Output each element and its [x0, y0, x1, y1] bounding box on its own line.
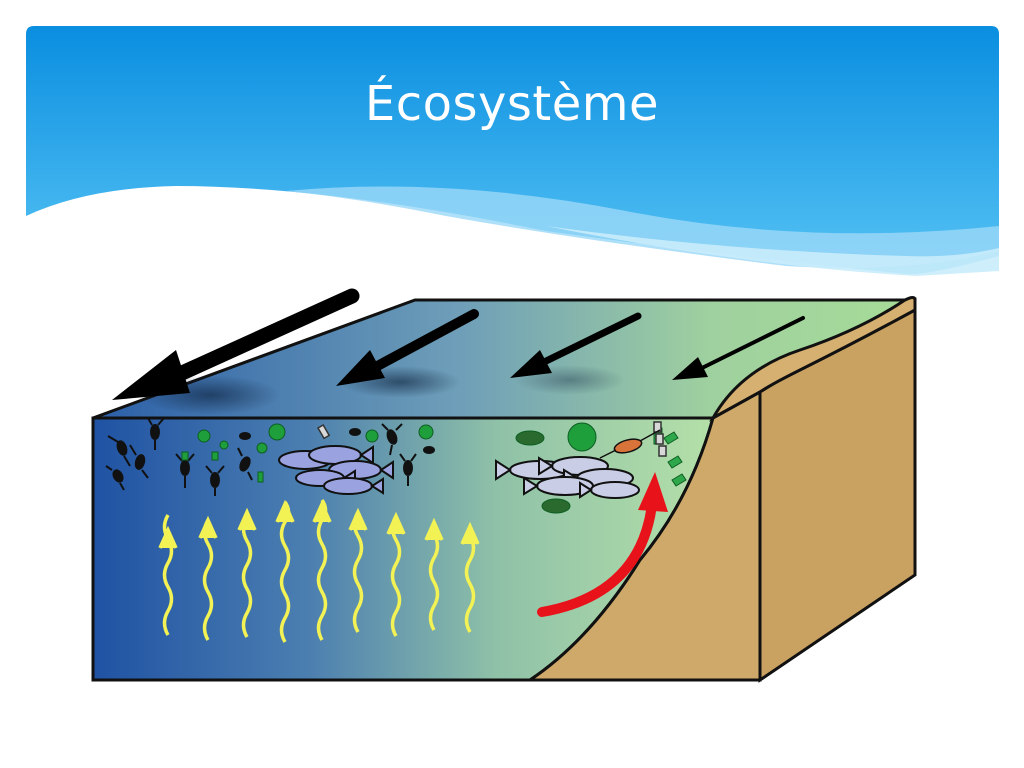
phytoplankton-icon — [219, 440, 229, 450]
phytoplankton-icon — [256, 442, 268, 454]
fish-icon — [579, 481, 640, 499]
zooplankton-icon — [423, 446, 435, 454]
zooplankton-icon — [205, 465, 225, 496]
zooplankton-icon — [399, 453, 417, 486]
phytoplankton-icon — [181, 451, 189, 461]
copepod-icon — [599, 429, 661, 459]
header-wave-pale — [546, 226, 999, 276]
zooplankton-group — [105, 417, 435, 496]
phytoplankton-icon — [197, 429, 211, 443]
phytoplankton-icon — [567, 422, 597, 452]
wind-arrow-icon — [672, 316, 805, 380]
sunlight-wave-icon — [198, 515, 218, 641]
fish-school-left — [278, 445, 394, 495]
fish-icon — [308, 445, 374, 465]
sunlight-wave-icon — [460, 521, 480, 633]
sunlight-wave-icon — [275, 499, 295, 643]
wind-arrow-icon — [510, 312, 642, 378]
phytoplankton-icon — [541, 498, 571, 514]
zooplankton-icon — [107, 435, 131, 467]
sunlight-wave-icon — [158, 514, 178, 636]
zooplankton-icon — [175, 453, 195, 488]
phytoplankton-icon — [418, 424, 434, 440]
sunlight-wave-icon — [237, 507, 257, 638]
sunlight-wave-icon — [386, 511, 406, 637]
zooplankton-icon — [105, 465, 125, 491]
sunlight-wave-icon — [312, 498, 332, 641]
phytoplankton-icon — [515, 430, 545, 446]
header-banner — [26, 26, 999, 276]
phytoplankton-icon — [365, 429, 379, 443]
land-front — [525, 389, 762, 682]
diatom-chain-icon — [316, 421, 667, 457]
wind-arrow-icon — [336, 309, 479, 386]
fish-icon — [323, 477, 384, 495]
zooplankton-icon — [349, 428, 361, 436]
wind-arrows — [112, 288, 805, 400]
land-top — [709, 296, 917, 422]
zooplankton-icon — [147, 417, 165, 450]
upwelling-arrow-icon — [537, 472, 668, 617]
sunlight-wave-icon — [424, 517, 444, 631]
phytoplankton-icon — [211, 451, 219, 461]
sunlight-waves — [158, 498, 480, 643]
slide-title: Écosystème — [364, 76, 660, 132]
phytoplankton-group — [181, 422, 687, 514]
wind-arrow-icon — [112, 288, 360, 400]
zooplankton-icon — [239, 432, 251, 440]
zooplankton-icon — [381, 423, 403, 456]
header-wave-light — [286, 186, 999, 269]
zooplankton-icon — [129, 444, 149, 479]
phytoplankton-icon — [257, 471, 264, 483]
sunlight-wave-icon — [348, 507, 368, 633]
zooplankton-icon — [237, 447, 253, 481]
fish-school-right — [495, 456, 640, 499]
header-background — [26, 26, 999, 275]
phytoplankton-icon — [268, 423, 286, 441]
